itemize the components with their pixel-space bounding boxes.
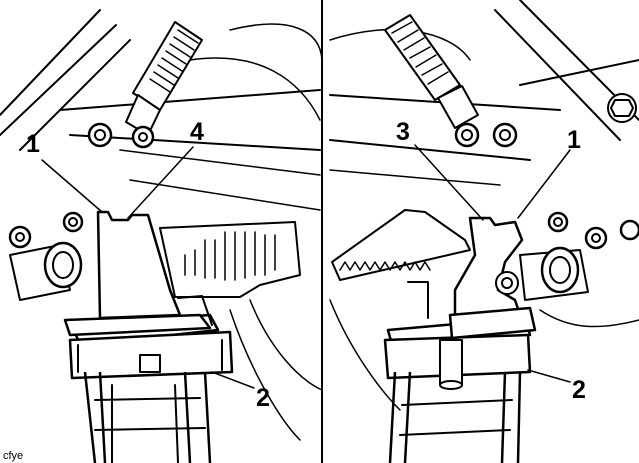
callout-left-4: 4 (190, 118, 204, 146)
leader-right-3 (414, 144, 484, 221)
finned-guard-left (159, 221, 301, 298)
leader-right-1 (517, 149, 571, 219)
leader-right-2 (527, 369, 571, 383)
footpeg-right (384, 14, 479, 129)
figure-code: cfye (3, 450, 23, 462)
callout-left-1: 1 (26, 130, 40, 158)
pivot-right (519, 246, 589, 301)
left-panel (0, 9, 323, 463)
pivot-left (9, 241, 83, 301)
hex-bolt-icon (607, 93, 637, 123)
callout-right-3: 3 (396, 118, 410, 146)
stand-adapter-right (407, 216, 537, 340)
bolts-right (454, 122, 639, 250)
right-panel (329, 0, 639, 463)
stand-right (383, 316, 532, 463)
callout-right-1: 1 (567, 126, 581, 154)
bolts-left (8, 122, 155, 249)
footpeg-left (125, 21, 203, 136)
leader-left-4 (127, 146, 194, 219)
callout-right-2: 2 (572, 376, 586, 404)
leader-left-1 (41, 159, 103, 213)
callout-left-2: 2 (256, 384, 270, 412)
chain-guard-right (331, 209, 471, 281)
stand-adapter-left (63, 210, 213, 337)
leader-left-2 (211, 371, 255, 389)
stand-left (68, 313, 234, 463)
